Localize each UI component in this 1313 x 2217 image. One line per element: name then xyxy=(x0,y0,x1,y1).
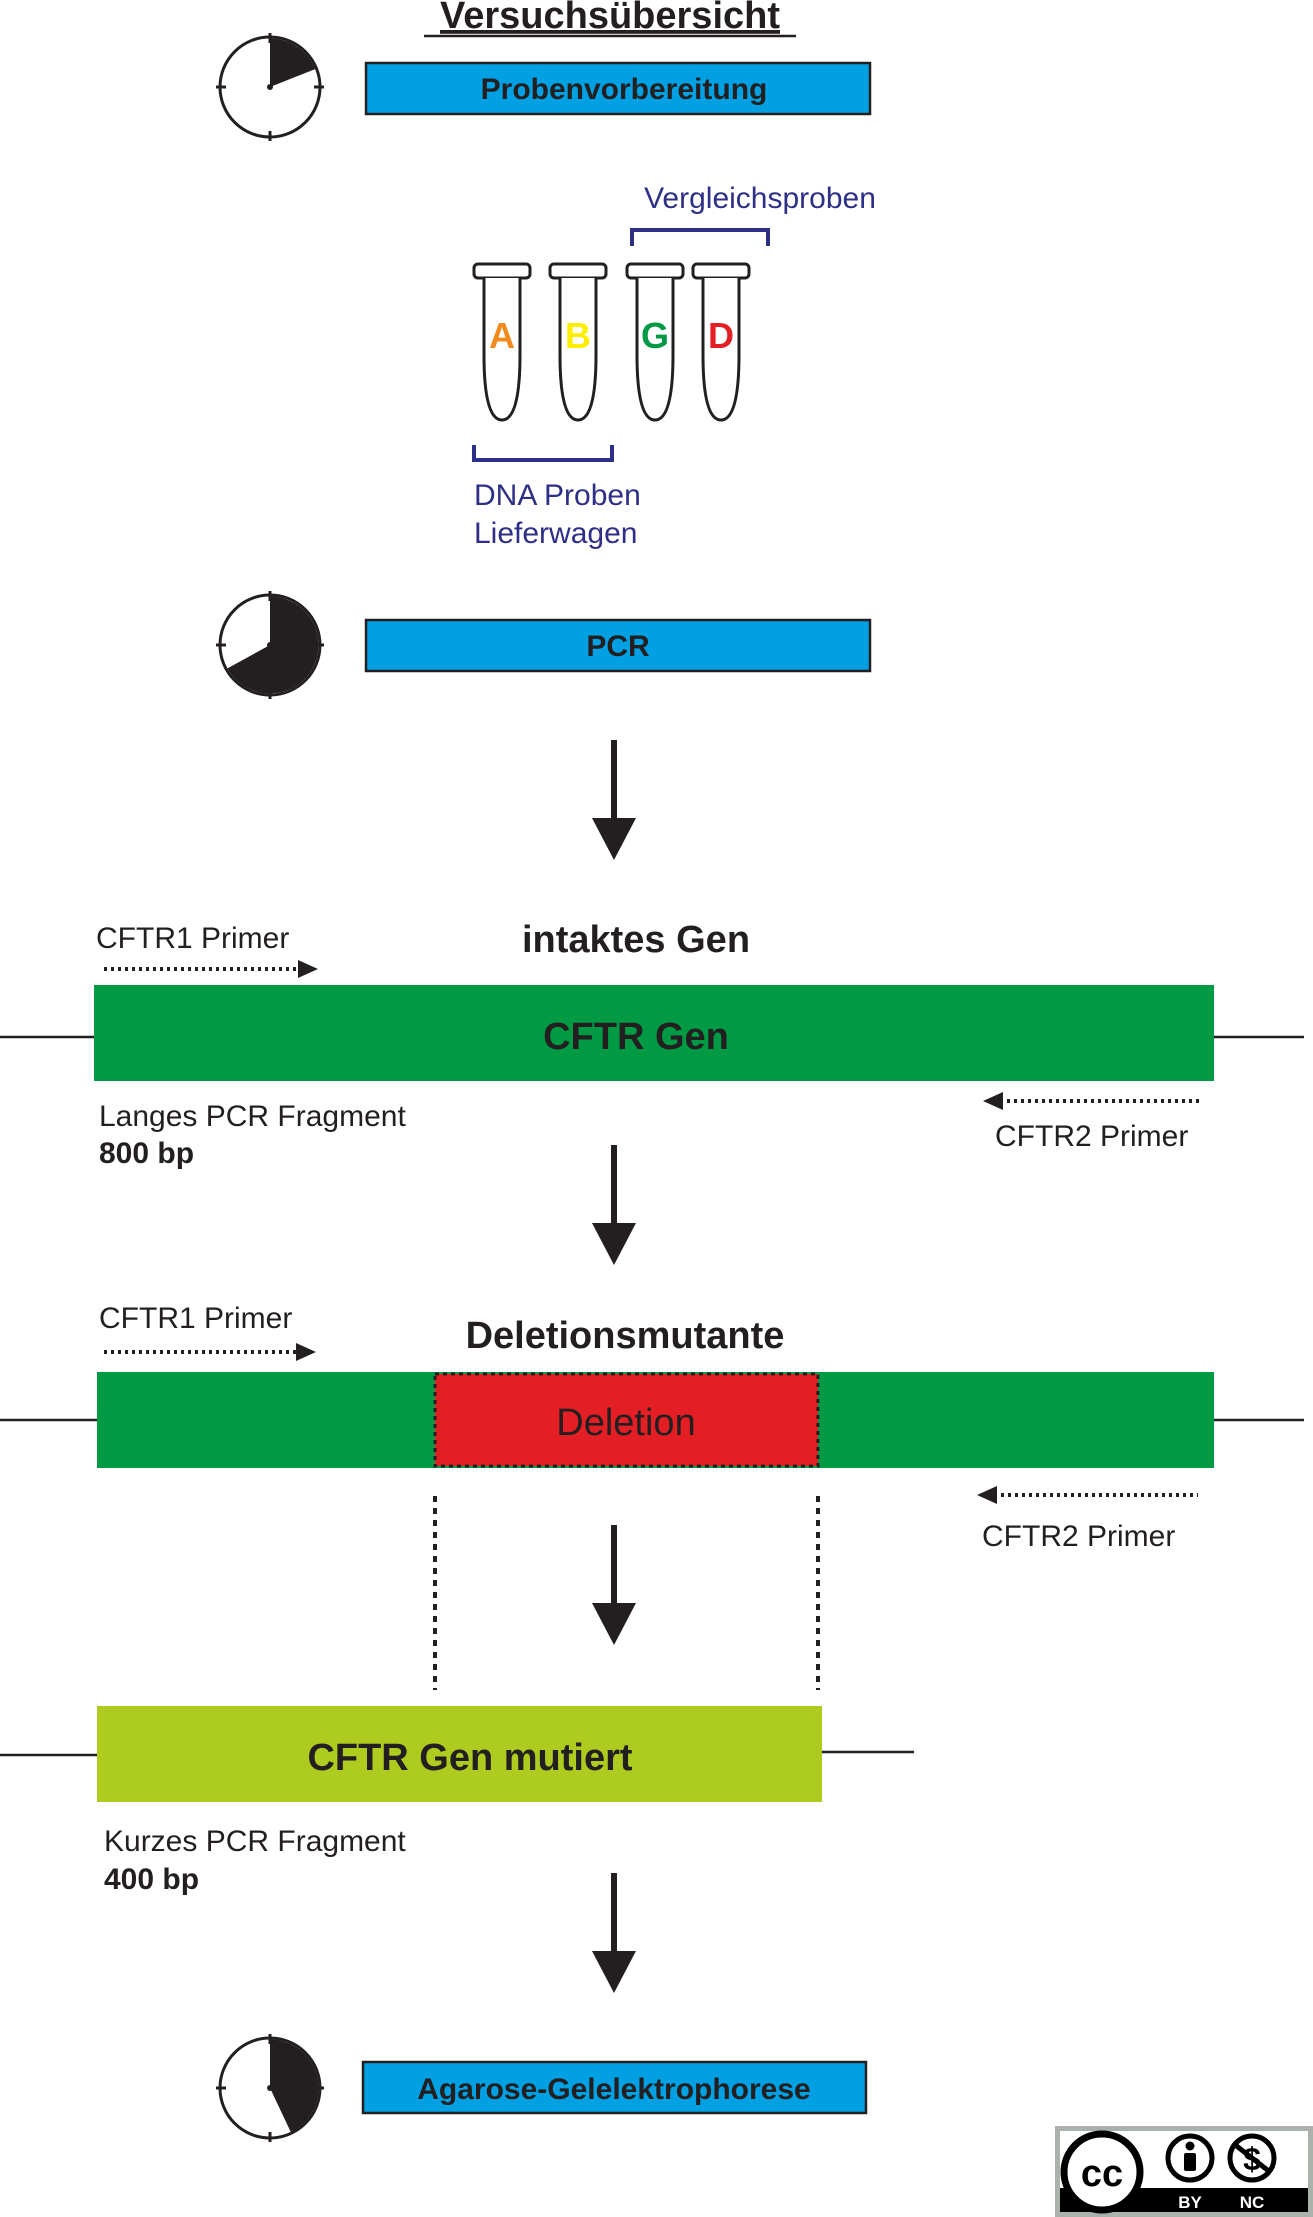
tube-label-g: G xyxy=(641,315,669,356)
clock-icon-prep xyxy=(216,33,324,141)
primer2-arrow-intact xyxy=(983,1092,1202,1110)
reference-samples-label: Vergleichsproben xyxy=(644,182,876,215)
reference-bracket xyxy=(630,228,770,246)
dna-samples-label-line1: DNA Proben xyxy=(474,479,641,512)
flow-arrow-2 xyxy=(592,1145,636,1265)
step-label-pcr: PCR xyxy=(586,630,650,663)
license-by-label: BY xyxy=(1178,2193,1202,2212)
noncommercial-dollar-icon: $ xyxy=(1227,2133,1277,2183)
tube-d: D xyxy=(691,262,751,422)
dna-samples-label-line2: Lieferwagen xyxy=(474,517,637,550)
flow-arrow-1 xyxy=(592,740,636,860)
clock-icon-gel xyxy=(216,2034,324,2142)
step-label-prep: Probenvorbereitung xyxy=(481,73,768,106)
primer1-arrow-mutant xyxy=(104,1343,316,1361)
flow-arrow-4 xyxy=(592,1873,636,1993)
tube-label-a: A xyxy=(489,315,515,356)
step-box-pcr xyxy=(364,618,872,673)
mutated-gene-label: CFTR Gen mutiert xyxy=(307,1737,632,1779)
flow-arrow-3 xyxy=(592,1525,636,1645)
mutant-primer1-label: CFTR1 Primer xyxy=(99,1302,292,1335)
mutant-primer2-label: CFTR2 Primer xyxy=(982,1520,1175,1553)
long-fragment-label: Langes PCR Fragment xyxy=(99,1100,406,1133)
step-box-prep xyxy=(364,61,872,116)
intact-gene-bar xyxy=(94,985,1214,1081)
page-title: Versuchsübersicht xyxy=(440,0,780,37)
short-fragment-label: Kurzes PCR Fragment xyxy=(104,1825,406,1858)
tube-a: A xyxy=(472,262,532,422)
tube-label-b: B xyxy=(565,315,591,356)
short-fragment-size: 400 bp xyxy=(104,1863,199,1896)
cc-logo-icon xyxy=(1060,2130,1144,2214)
intact-primer1-label: CFTR1 Primer xyxy=(96,922,289,955)
mutated-gene-bar xyxy=(97,1706,822,1802)
tube-g: G xyxy=(625,262,685,422)
long-fragment-size: 800 bp xyxy=(99,1137,194,1170)
dna-samples-bracket xyxy=(472,445,614,462)
deletion-label: Deletion xyxy=(556,1402,695,1444)
attribution-person-icon xyxy=(1165,2133,1215,2183)
step-label-gel: Agarose-Gelelektrophorese xyxy=(417,2073,810,2106)
primer1-arrow-intact xyxy=(104,960,318,978)
license-nc-label: NC xyxy=(1240,2193,1265,2212)
primer2-arrow-mutant xyxy=(977,1486,1198,1504)
cc-license-badge: cc $ BY NC xyxy=(1055,2126,1313,2217)
tube-b: B xyxy=(548,262,608,422)
deletion-region xyxy=(433,1372,820,1468)
tube-label-d: D xyxy=(708,315,734,356)
intact-gene-heading: intaktes Gen xyxy=(522,919,750,961)
intact-primer2-label: CFTR2 Primer xyxy=(995,1120,1188,1153)
mutant-heading: Deletionsmutante xyxy=(466,1315,785,1357)
step-box-gel xyxy=(361,2060,868,2115)
clock-icon-pcr xyxy=(216,591,324,699)
intact-gene-label: CFTR Gen xyxy=(543,1016,729,1058)
cc-logo-text: cc xyxy=(1081,2153,1123,2195)
